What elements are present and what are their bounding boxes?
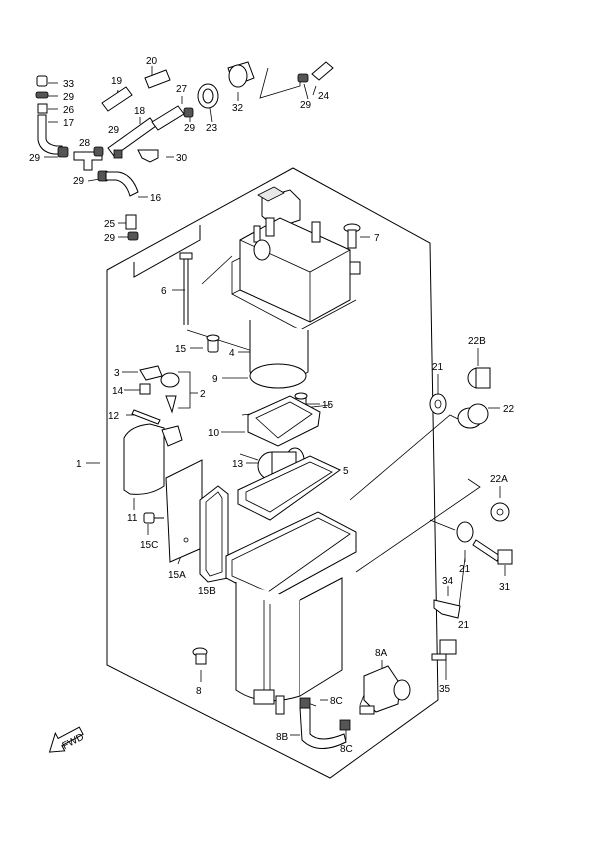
callout: 3: [114, 368, 120, 379]
callout: 19: [111, 76, 123, 87]
callout: 12: [108, 411, 120, 422]
pump-assembly: [231, 186, 361, 389]
callout: 34: [442, 576, 454, 587]
callout: 4: [229, 348, 235, 359]
bolt-7: [343, 223, 361, 249]
seal-15b: [199, 485, 229, 583]
right-hardware: [429, 367, 513, 661]
callout: 8B: [276, 732, 289, 743]
callout: 29: [184, 123, 196, 134]
callout: 15C: [140, 540, 158, 551]
callout: 23: [206, 123, 218, 134]
callout: 8: [196, 686, 202, 697]
callout: 18: [134, 106, 146, 117]
callout: 7: [374, 233, 380, 244]
callout: 17: [63, 118, 75, 129]
callout: 33: [63, 79, 75, 90]
gasket-5: [237, 455, 341, 521]
assembly-boundary: [106, 167, 439, 779]
callout: 8C: [330, 696, 343, 707]
callout: 32: [232, 103, 244, 114]
screw-15c: [143, 512, 164, 524]
callout: 22A: [490, 474, 508, 485]
callout: 29: [108, 125, 120, 136]
bolt-6: [179, 252, 193, 325]
plate-15a: [165, 459, 203, 563]
filter-bowl: [225, 511, 357, 715]
callout: 29: [104, 233, 116, 244]
callout: 10: [208, 428, 220, 439]
callout: 31: [499, 582, 511, 593]
fwd-arrow: FWD: [48, 726, 86, 753]
screw-8: [192, 647, 208, 665]
callout: 8C: [340, 744, 353, 755]
callout: 35: [439, 684, 451, 695]
callout: 29: [63, 92, 75, 103]
callout: 26: [63, 105, 75, 116]
callout: 24: [318, 91, 330, 102]
callout: 15A: [168, 570, 186, 581]
callout: 2: [200, 389, 206, 400]
callout: 25: [104, 219, 116, 230]
callout: 6: [161, 286, 167, 297]
callout: 21: [458, 620, 470, 631]
callout-labels: 33 29 26 17 29 28 19 20 18 29 27 29 23 3…: [29, 56, 515, 755]
sensor-switch-group: [131, 365, 180, 425]
callout: 8A: [375, 648, 388, 659]
callout: 15: [175, 344, 187, 355]
callout: 21: [432, 362, 444, 373]
callout: 20: [146, 56, 158, 67]
callout: 21: [459, 564, 471, 575]
callout: 11: [127, 513, 138, 524]
gasket-10: [247, 395, 321, 447]
callout: 22B: [468, 336, 486, 347]
callout: 28: [79, 138, 91, 149]
callout: 27: [176, 84, 188, 95]
callout: 15B: [198, 586, 216, 597]
callout: 30: [176, 153, 188, 164]
callout: 1: [76, 459, 82, 470]
callout: 29: [73, 176, 85, 187]
callout: 5: [343, 466, 349, 477]
drain-fittings: [299, 665, 411, 749]
callout: 13: [232, 459, 244, 470]
hose-kit: [35, 61, 334, 241]
callout: 14: [112, 386, 124, 397]
callout: 29: [29, 153, 41, 164]
callout: 22: [503, 404, 515, 415]
callout: 9: [212, 374, 218, 385]
cover-11: [123, 423, 183, 495]
callout: 15: [322, 400, 334, 411]
callout: 16: [150, 193, 162, 204]
callout: 29: [300, 100, 312, 111]
